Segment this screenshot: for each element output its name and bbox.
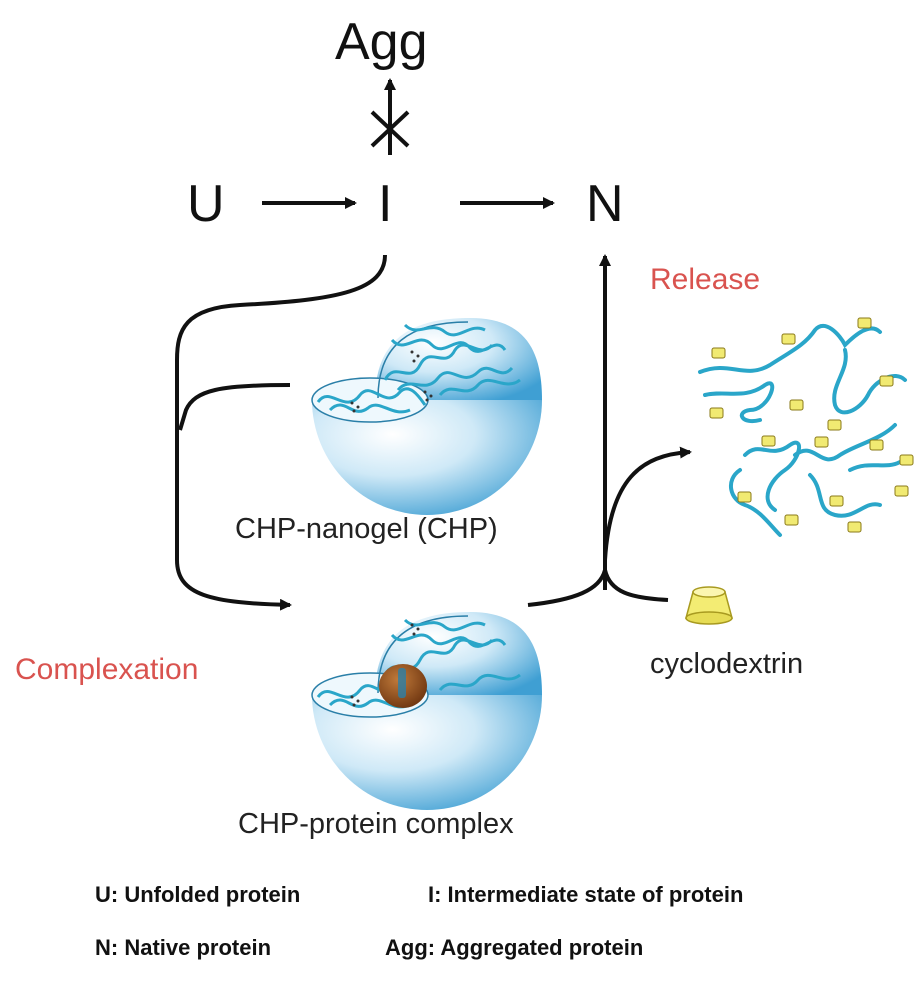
cyclodextrin-join-path <box>603 569 669 602</box>
complexation-path <box>175 254 387 611</box>
legend-agg: Agg: Aggregated protein <box>385 935 644 960</box>
cyclodextrin-label: cyclodextrin <box>650 648 804 680</box>
state-u: U <box>187 175 225 233</box>
protein-molecule <box>379 664 427 708</box>
legend-n: N: Native protein <box>95 935 272 960</box>
legend-u: U: Unfolded protein <box>95 882 301 907</box>
complex-to-release-path <box>527 569 607 607</box>
arrow-to-free-polymer <box>603 446 692 561</box>
state-n: N <box>586 175 624 233</box>
cyclodextrin-icon <box>685 586 733 625</box>
complexation-label: Complexation <box>15 653 199 686</box>
state-i: I <box>378 175 393 233</box>
chp-nanogel-label: CHP-nanogel (CHP) <box>235 513 498 545</box>
release-label: Release <box>650 263 761 296</box>
released-polymer-chains <box>698 317 914 537</box>
blocked-aggregation-arrow <box>370 78 410 155</box>
chp-nanogel-illustration <box>311 318 542 515</box>
chp-protein-complex-illustration <box>311 612 542 810</box>
nanogel-join-path <box>178 383 291 431</box>
state-agg: Agg <box>335 13 428 71</box>
legend-i: I: Intermediate state of protein <box>428 882 744 907</box>
chp-protein-complex-label: CHP-protein complex <box>238 808 514 840</box>
